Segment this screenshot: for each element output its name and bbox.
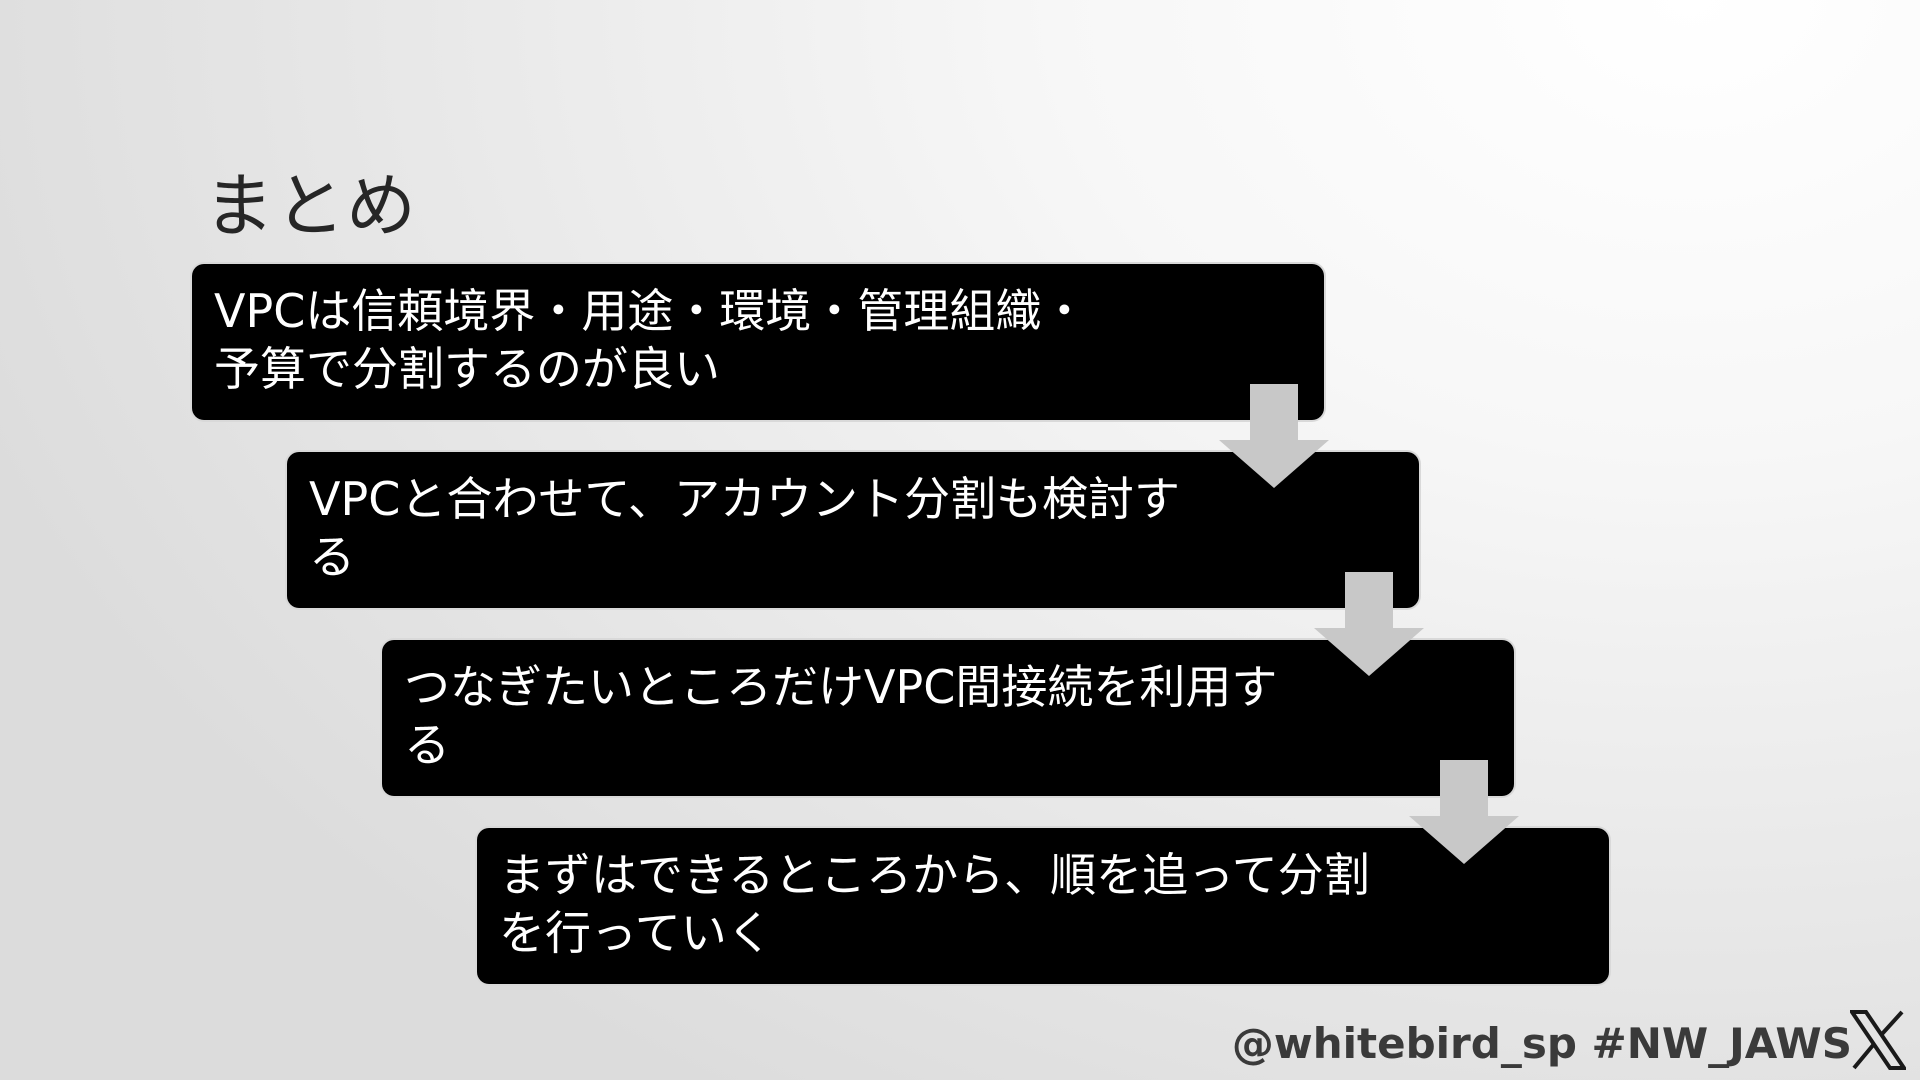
step-box-4: まずはできるところから、順を追って分割を行っていく xyxy=(477,828,1609,984)
slide-title: まとめ xyxy=(204,165,417,247)
step-text-2: VPCと合わせて、アカウント分割も検討する xyxy=(309,472,1181,584)
step-box-1: VPCは信頼境界・用途・環境・管理組織・予算で分割するのが良い xyxy=(192,264,1324,420)
x-logo-icon xyxy=(1850,1010,1906,1070)
step-text-4: まずはできるところから、順を追って分割を行っていく xyxy=(499,848,1370,960)
footer-handle: @whitebird_sp #NW_JAWS xyxy=(1231,1019,1852,1068)
step-box-3: つなぎたいところだけVPC間接続を利用する xyxy=(382,640,1514,796)
step-text-1: VPCは信頼境界・用途・環境・管理組織・予算で分割するのが良い xyxy=(214,284,1088,396)
down-arrow-icon xyxy=(1219,384,1329,488)
down-arrow-icon xyxy=(1409,760,1519,864)
step-text-3: つなぎたいところだけVPC間接続を利用する xyxy=(404,660,1278,772)
down-arrow-icon xyxy=(1314,572,1424,676)
step-box-2: VPCと合わせて、アカウント分割も検討する xyxy=(287,452,1419,608)
